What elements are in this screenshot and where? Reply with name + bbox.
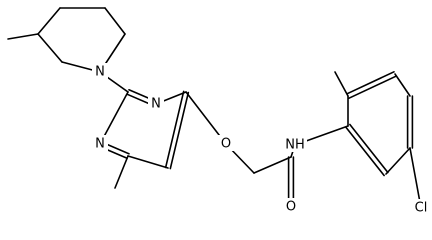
bond-a2-a3-b xyxy=(346,71,395,95)
bond-layer xyxy=(7,7,422,209)
bond-a3-a4 xyxy=(394,73,411,97)
atom-label-pyrimidine-n1: N xyxy=(151,97,161,112)
atom-label-carbonyl-o: O xyxy=(286,200,296,215)
bond-a2-me2 xyxy=(334,71,349,97)
atom-carbonyl-o: O xyxy=(283,198,299,215)
atom-label-piperidine-n: N xyxy=(95,65,105,80)
atom-pyrimidine-n1: N xyxy=(148,95,164,112)
bond-c4p-c3p xyxy=(37,7,61,35)
chemical-structure: N N N O NH O Cl xyxy=(7,7,431,216)
atom-pyrimidine-n3: N xyxy=(92,135,108,152)
bond-c6p-c5p xyxy=(104,7,126,35)
atom-ether-o: O xyxy=(218,135,234,152)
atom-label-layer: N N N O NH O Cl xyxy=(92,63,431,216)
atom-piperidine-n: N xyxy=(92,63,108,80)
atom-label-ether-o: O xyxy=(221,137,231,152)
bond-a6-a1-a xyxy=(349,123,389,174)
atom-amide-nh: NH xyxy=(283,136,307,153)
atom-chlorine: Cl xyxy=(411,199,431,216)
bond-me1-c3p xyxy=(7,33,39,40)
bond-c3p-c2p xyxy=(37,33,63,63)
bond-a6-a1-b xyxy=(345,126,385,177)
atom-label-amide-nh: NH xyxy=(285,138,305,153)
bond-ch2-co xyxy=(253,156,292,174)
bond-c4-me6 xyxy=(114,155,129,189)
atom-label-chlorine: Cl xyxy=(415,201,428,216)
bond-c5-c4 xyxy=(127,155,169,169)
bond-c6-c5-b xyxy=(169,91,190,170)
bond-a5-cl xyxy=(409,147,422,209)
bond-c6-c5-a xyxy=(164,90,185,169)
bond-a2-a3-a xyxy=(348,75,397,99)
bond-a5-a6 xyxy=(385,147,411,175)
atom-label-pyrimidine-n3: N xyxy=(95,137,105,152)
